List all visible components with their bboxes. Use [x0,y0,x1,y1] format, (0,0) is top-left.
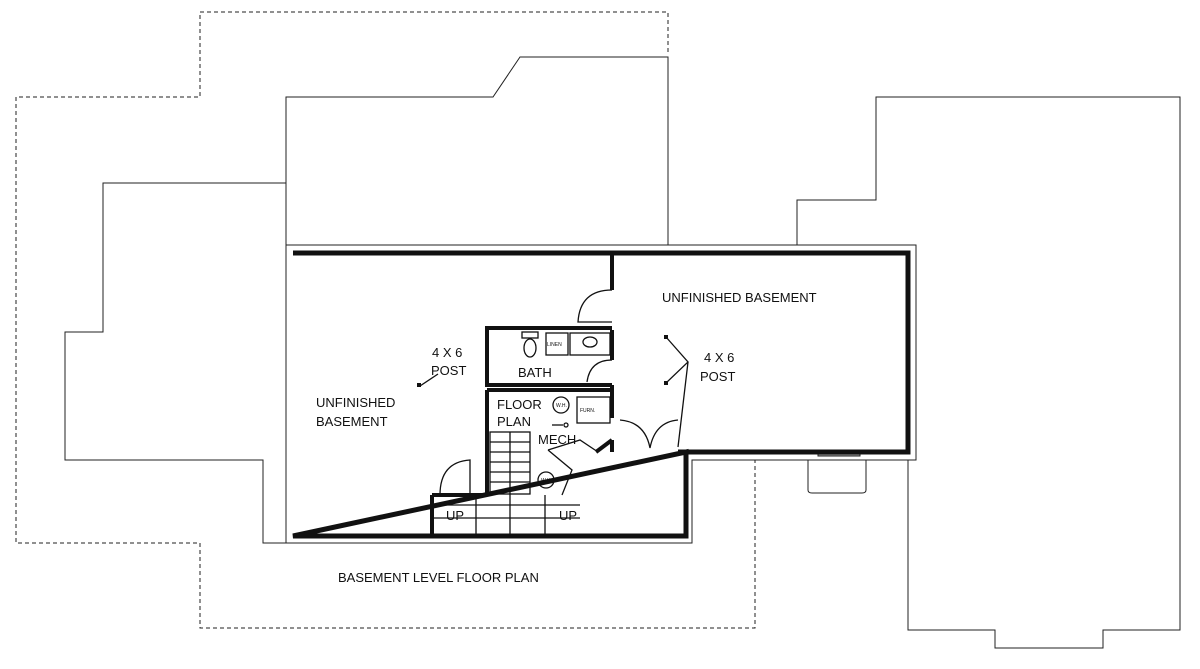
room-label-unfinished-left: UNFINISHED [316,395,395,410]
room-label-mech: MECH [538,432,576,447]
water-heater-label: W.H. [556,403,567,409]
toilet-icon [523,338,537,358]
plan-title: BASEMENT LEVEL FLOOR PLAN [338,570,539,585]
door-swing-upper [577,289,613,323]
double-door-swing [619,419,679,449]
linen-label: LINEN [547,342,562,348]
room-label-bath: BATH [518,365,552,380]
furnace-label: FURN. [580,408,595,414]
water-heater-icon [552,396,570,414]
post-leader-left [419,373,439,387]
post-right-top [664,335,668,339]
bath-walls [485,326,612,387]
post-left [417,383,421,387]
foundation-outline [285,244,917,544]
room-label-plan: PLAN [497,414,531,429]
window-well [807,460,867,494]
mech-closet [594,438,614,454]
vanity [569,332,611,356]
door-swing-stair [439,459,471,496]
room-label-unfinished-left: BASEMENT [316,414,388,429]
house-outline-left [285,56,669,245]
water-heater-icon [537,471,555,489]
water-heater-label: W.H. [541,478,552,484]
post-label-right: POST [700,369,735,384]
linen-closet [545,332,569,356]
stair-up-label: UP [446,508,464,523]
upper-level-outline-dashed [15,11,756,629]
door-swing-bath [586,359,613,383]
post-leaders-right [665,336,689,448]
post-label-right: 4 X 6 [704,350,734,365]
toilet-tank [521,331,539,339]
sink-icon [582,336,598,348]
mech-angled-door [547,439,599,496]
stair-treads [432,432,580,536]
post-right-bottom [664,381,668,385]
room-label-floor: FLOOR [497,397,542,412]
room-label-unfinished-right: UNFINISHED BASEMENT [662,290,817,305]
valve-icon [563,422,569,428]
furnace-icon [576,396,611,424]
post-label-left: 4 X 6 [432,345,462,360]
stair-up-label: UP [559,508,577,523]
house-outline-wing [64,182,286,544]
house-outline-right [796,96,1181,649]
post-label-left: POST [431,363,466,378]
mech-walls [430,388,612,536]
